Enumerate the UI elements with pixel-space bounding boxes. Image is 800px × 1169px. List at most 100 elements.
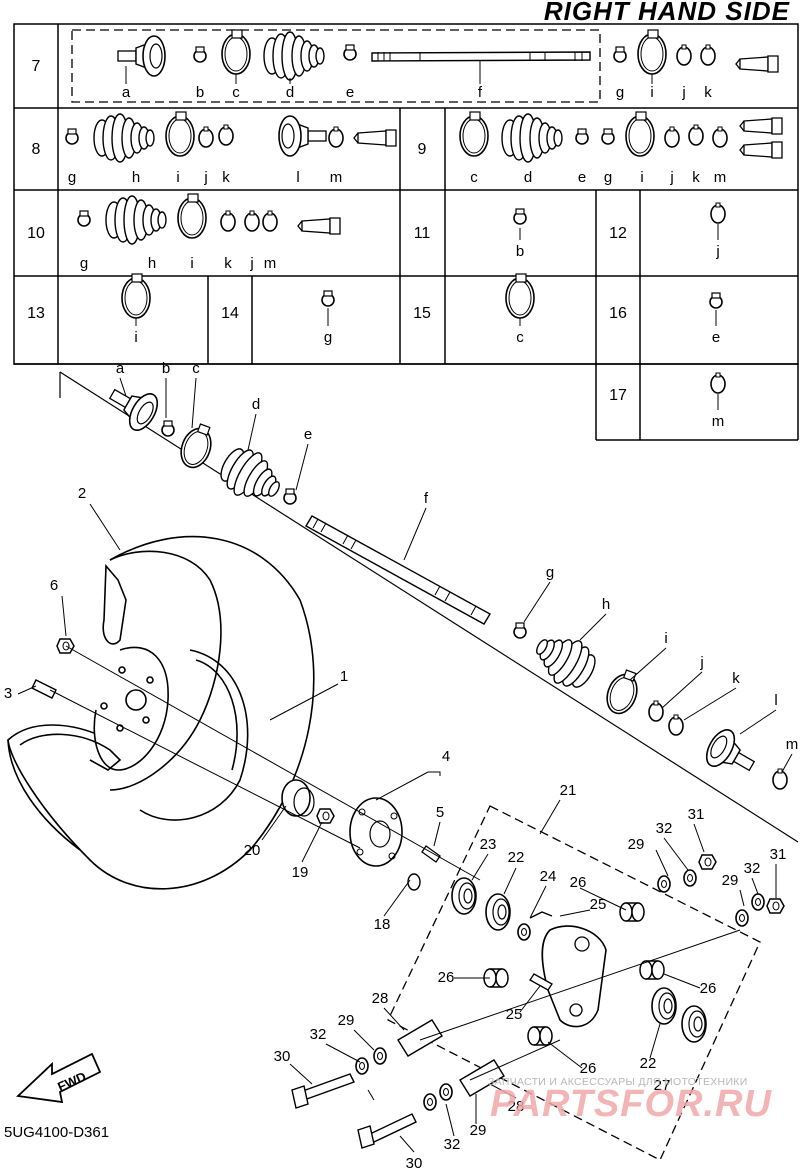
set-number: 12 [609, 225, 627, 242]
set-part-letter: j [249, 255, 253, 272]
knuckle-assembly [291, 854, 785, 1149]
set-part-letter: i [176, 169, 179, 186]
shaft-part-letter: c [192, 360, 200, 377]
shaft-part-letter: e [304, 426, 312, 443]
shaft-part-letter: l [774, 692, 777, 709]
set-part-letter: e [346, 84, 354, 101]
shaft-part-letter: g [546, 564, 554, 581]
part-number: 18 [374, 916, 391, 933]
set8-parts [65, 111, 397, 163]
part-number: 32 [444, 1136, 461, 1153]
set-part-letter: k [692, 169, 700, 186]
set-part-letter: j [203, 169, 207, 186]
set-part-letter: m [714, 169, 727, 186]
set-part-letter: m [712, 413, 725, 430]
set7-parts [117, 29, 779, 81]
part-number: 25 [590, 896, 607, 913]
set-number: 8 [32, 141, 41, 158]
set-part-letter: f [478, 84, 483, 101]
part-number: 26 [438, 969, 455, 986]
shaft-part-letter: k [732, 670, 740, 687]
part-number: 32 [310, 1026, 327, 1043]
set-part-letter: a [122, 84, 131, 101]
set-part-letter: g [80, 255, 88, 272]
set-part-letter: d [524, 169, 532, 186]
part-number: 26 [580, 1060, 597, 1077]
set9-parts [459, 111, 783, 163]
part-number: 2 [78, 485, 86, 502]
parts-set-table [13, 23, 799, 441]
set-number: 9 [418, 141, 427, 158]
set-part-letter: l [296, 169, 299, 186]
shaft-part-letter: i [664, 630, 667, 647]
set-part-letter: g [604, 169, 612, 186]
set-part-letter: h [148, 255, 156, 272]
part-number: 22 [508, 849, 525, 866]
part-number: 29 [722, 872, 739, 889]
set-part-letter: i [134, 329, 137, 346]
set-part-letter: k [222, 169, 230, 186]
part-number: 23 [480, 836, 497, 853]
part-number: 6 [50, 577, 58, 594]
set-part-letter: i [190, 255, 193, 272]
set-part-letter: e [578, 169, 586, 186]
knuckle-dashed-box [387, 805, 761, 1161]
part-number: 25 [506, 1006, 523, 1023]
part-number: 26 [700, 980, 717, 997]
set-part-letter: j [715, 243, 719, 260]
set-part-letter: g [324, 329, 332, 346]
hub-assembly [31, 638, 481, 891]
part-number: 27 [654, 1077, 671, 1094]
set-part-letter: g [616, 84, 624, 101]
driveshaft-assembly [101, 375, 788, 790]
part-number: 31 [688, 806, 705, 823]
shaft-part-letter: f [424, 490, 429, 507]
part-number: 30 [406, 1155, 423, 1169]
set-number: 10 [27, 225, 45, 242]
fwd-arrow-icon: FWD [16, 1052, 102, 1104]
part-number: 29 [628, 836, 645, 853]
part-number: 28 [372, 990, 389, 1007]
set-part-letter: i [650, 84, 653, 101]
set-number: 16 [609, 305, 627, 322]
set-part-letter: m [330, 169, 343, 186]
shaft-part-letter: m [786, 736, 799, 753]
part-number: 3 [4, 685, 12, 702]
set-number: 14 [221, 305, 239, 322]
part-number: 24 [540, 868, 557, 885]
shaft-part-letter: a [116, 360, 125, 377]
shaft-part-letter: d [252, 396, 260, 413]
set-part-letter: k [224, 255, 232, 272]
part-number: 1 [340, 668, 348, 685]
part-number: 4 [442, 748, 450, 765]
shaft-part-letter: b [162, 360, 170, 377]
part-number: 5 [436, 804, 444, 821]
part-number: 21 [560, 782, 577, 799]
part-number: 31 [770, 846, 787, 863]
part-number: 26 [570, 874, 587, 891]
set-number: 11 [414, 225, 431, 242]
watermark-tagline: ЗАПЧАСТИ И АКСЕССУАРЫ ДЛЯ МОТОТЕХНИКИ [488, 1076, 748, 1088]
set-number: 7 [32, 58, 41, 75]
shaft-part-letter: j [699, 654, 703, 671]
part-number: 30 [274, 1048, 291, 1065]
part-number: 28 [508, 1098, 525, 1115]
set7-dashed-box [71, 29, 601, 103]
diagram-code: 5UG4100-D361 [4, 1124, 110, 1141]
set-part-letter: g [68, 169, 76, 186]
set-part-letter: m [264, 255, 277, 272]
set-part-letter: h [132, 169, 140, 186]
set-part-letter: c [516, 329, 524, 346]
watermark-brand: PARTSFOR.RU [490, 1083, 772, 1125]
part-number: 32 [744, 860, 761, 877]
set-part-letter: c [232, 84, 240, 101]
set-part-letter: b [516, 243, 524, 260]
set-number: 13 [27, 305, 45, 322]
set-part-letter: e [712, 329, 720, 346]
set10-parts [77, 193, 341, 245]
part-number: 32 [656, 820, 673, 837]
part-number: 29 [470, 1122, 487, 1139]
set-part-letter: d [286, 84, 294, 101]
part-number: 22 [640, 1055, 657, 1072]
